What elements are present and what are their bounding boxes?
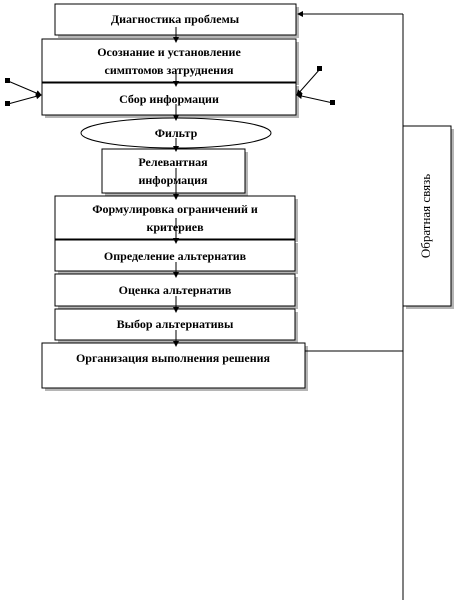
step-awareness-label-line2: симптомов затруднения bbox=[105, 63, 234, 77]
feedback-loop bbox=[297, 11, 404, 600]
step-info-collection: Сбор информации bbox=[41, 82, 299, 118]
step-relevant-info-line1: Релевантная bbox=[138, 155, 208, 169]
step-diagnosis-label: Диагностика проблемы bbox=[111, 12, 240, 26]
step-alternatives-definition: Определение альтернатив bbox=[54, 239, 298, 274]
step-filter-label: Фильтр bbox=[155, 126, 198, 140]
step-implementation-label: Организация выполнения решения bbox=[76, 351, 271, 365]
feedback-box: Обратная связь bbox=[402, 125, 454, 309]
step-info-collection-label: Сбор информации bbox=[119, 92, 219, 106]
step-constraints-line1: Формулировка ограничений и bbox=[92, 202, 258, 216]
left-input-connectors bbox=[5, 78, 42, 106]
step-alternatives-evaluation-label: Оценка альтернатив bbox=[119, 283, 232, 297]
step-alternatives-evaluation: Оценка альтернатив bbox=[54, 273, 298, 309]
step-alternative-choice: Выбор альтернативы bbox=[54, 308, 298, 343]
step-diagnosis: Диагностика проблемы bbox=[54, 3, 299, 38]
step-awareness: Осознание и установление симптомов затру… bbox=[41, 38, 299, 85]
step-alternative-choice-label: Выбор альтернативы bbox=[117, 317, 234, 331]
feedback-label: Обратная связь bbox=[418, 174, 433, 258]
right-input-connectors bbox=[296, 66, 335, 105]
step-constraints: Формулировка ограничений и критериев bbox=[54, 195, 298, 242]
step-implementation: Организация выполнения решения bbox=[41, 342, 308, 391]
step-awareness-label-line1: Осознание и установление bbox=[97, 45, 241, 59]
step-relevant-info-line2: информация bbox=[138, 173, 208, 187]
step-relevant-info: Релевантная информация bbox=[101, 148, 248, 196]
step-alternatives-definition-label: Определение альтернатив bbox=[104, 249, 247, 263]
step-constraints-line2: критериев bbox=[146, 220, 204, 234]
